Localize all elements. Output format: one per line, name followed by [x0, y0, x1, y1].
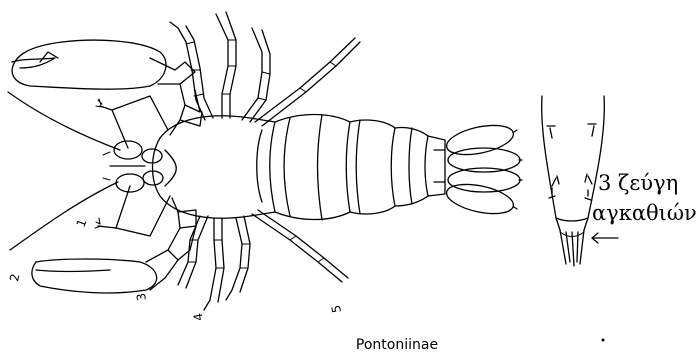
abdomen-segment-1	[275, 115, 350, 220]
leg-upper-2	[216, 12, 236, 118]
leg-lower-4	[252, 210, 348, 282]
leg-label-3: 3	[134, 292, 149, 302]
telson-detail: 3 ζεύγη αγκαθιών	[542, 96, 697, 266]
leg-label-4: 4	[191, 312, 206, 322]
abdomen-segment-3	[395, 127, 428, 206]
shrimp-drawing: 1 2 3 4 5	[7, 12, 522, 322]
leg-lower-3	[226, 216, 250, 300]
leg-upper-4	[255, 38, 360, 126]
leg-label-5: 5	[329, 304, 344, 314]
leg-upper-1	[170, 22, 213, 120]
antenna-upper	[8, 92, 120, 150]
leg-lower-2	[204, 218, 224, 310]
leg-label-2: 2	[7, 273, 22, 283]
claw-upper	[12, 40, 166, 89]
arrow-icon	[592, 233, 618, 243]
inset-note-line-2: αγκαθιών	[592, 201, 697, 225]
leg-upper-3	[242, 28, 270, 122]
tail-base	[428, 136, 445, 196]
uropod-4	[444, 179, 516, 219]
inset-note-line-1: 3 ζεύγη	[598, 171, 678, 195]
leg-label-1: 1	[74, 217, 90, 229]
antenna-lower	[10, 182, 118, 250]
uropod-1	[444, 120, 516, 160]
claw-lower	[32, 259, 157, 293]
figure-caption: Pontoniinae	[356, 337, 438, 353]
antennule-upper	[100, 96, 168, 148]
